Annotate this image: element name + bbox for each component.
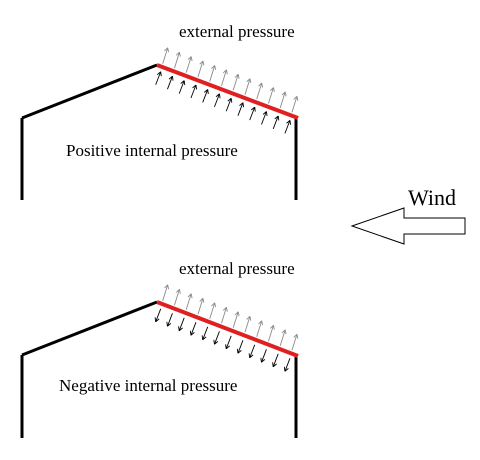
internal-arrow-icon [248, 344, 256, 359]
external-arrow-icon [197, 297, 205, 315]
leeward-roof [156, 300, 299, 358]
building-negative-internal: external pressure Negative internal pres… [20, 259, 299, 438]
external-arrow-icon [291, 333, 299, 351]
internal-pressure-arrows [154, 308, 291, 372]
internal-arrow-icon [190, 84, 197, 99]
internal-arrow-icon [236, 340, 244, 354]
external-arrow-icon [209, 302, 217, 319]
leeward-roof [156, 63, 299, 120]
external-arrow-icon [232, 311, 240, 328]
external-pressure-arrows [162, 47, 299, 113]
internal-arrow-icon [167, 75, 174, 90]
internal-arrow-icon [283, 358, 291, 372]
external-arrow-icon [221, 69, 228, 86]
external-arrow-icon [185, 56, 193, 73]
external-arrow-icon [162, 47, 170, 64]
external-arrow-icon [232, 73, 240, 91]
internal-pressure-label: Positive internal pressure [66, 141, 238, 160]
external-arrow-icon [162, 284, 170, 301]
external-arrow-icon [279, 91, 287, 109]
external-arrow-icon [256, 320, 264, 337]
internal-arrow-icon [237, 102, 244, 116]
external-arrow-icon [279, 329, 287, 346]
internal-arrow-icon [284, 120, 291, 134]
external-arrow-icon [256, 82, 264, 100]
external-arrow-icon [268, 324, 275, 342]
external-arrow-icon [268, 87, 275, 104]
internal-arrow-icon [261, 111, 268, 125]
wind-indicator: Wind [350, 185, 466, 245]
internal-arrow-icon [202, 89, 209, 103]
internal-arrow-icon [272, 115, 280, 130]
external-arrow-icon [197, 60, 205, 78]
external-arrow-icon [244, 78, 252, 95]
external-arrow-icon [185, 293, 193, 310]
building-positive-internal: external pressure Positive internal pres… [20, 22, 299, 200]
internal-arrow-icon [201, 326, 209, 341]
internal-arrow-icon [189, 322, 197, 336]
internal-arrow-icon [178, 317, 185, 332]
internal-arrow-icon [214, 93, 221, 108]
external-pressure-label: external pressure [179, 259, 295, 278]
external-arrow-icon [174, 288, 181, 306]
internal-arrow-icon [272, 353, 279, 368]
internal-arrow-icon [166, 313, 173, 327]
external-arrow-icon [244, 315, 252, 333]
internal-arrow-icon [154, 308, 162, 323]
external-arrow-icon [174, 51, 181, 69]
internal-arrow-icon [155, 71, 162, 85]
internal-pressure-arrows [155, 71, 291, 134]
internal-arrow-icon [213, 331, 220, 345]
wind-arrow-icon [350, 207, 466, 245]
windward-roof [21, 300, 158, 357]
external-pressure-arrows [162, 284, 299, 351]
windward-roof [21, 63, 158, 120]
external-arrow-icon [291, 96, 299, 113]
external-arrow-icon [221, 306, 228, 324]
external-pressure-label: external pressure [179, 22, 295, 41]
internal-arrow-icon [225, 335, 232, 350]
internal-pressure-label: Negative internal pressure [59, 376, 237, 395]
internal-arrow-icon [260, 349, 267, 363]
internal-arrow-icon [178, 80, 186, 94]
wind-label: Wind [408, 185, 456, 210]
external-arrow-icon [209, 65, 217, 82]
internal-arrow-icon [249, 106, 256, 121]
internal-arrow-icon [225, 97, 233, 112]
